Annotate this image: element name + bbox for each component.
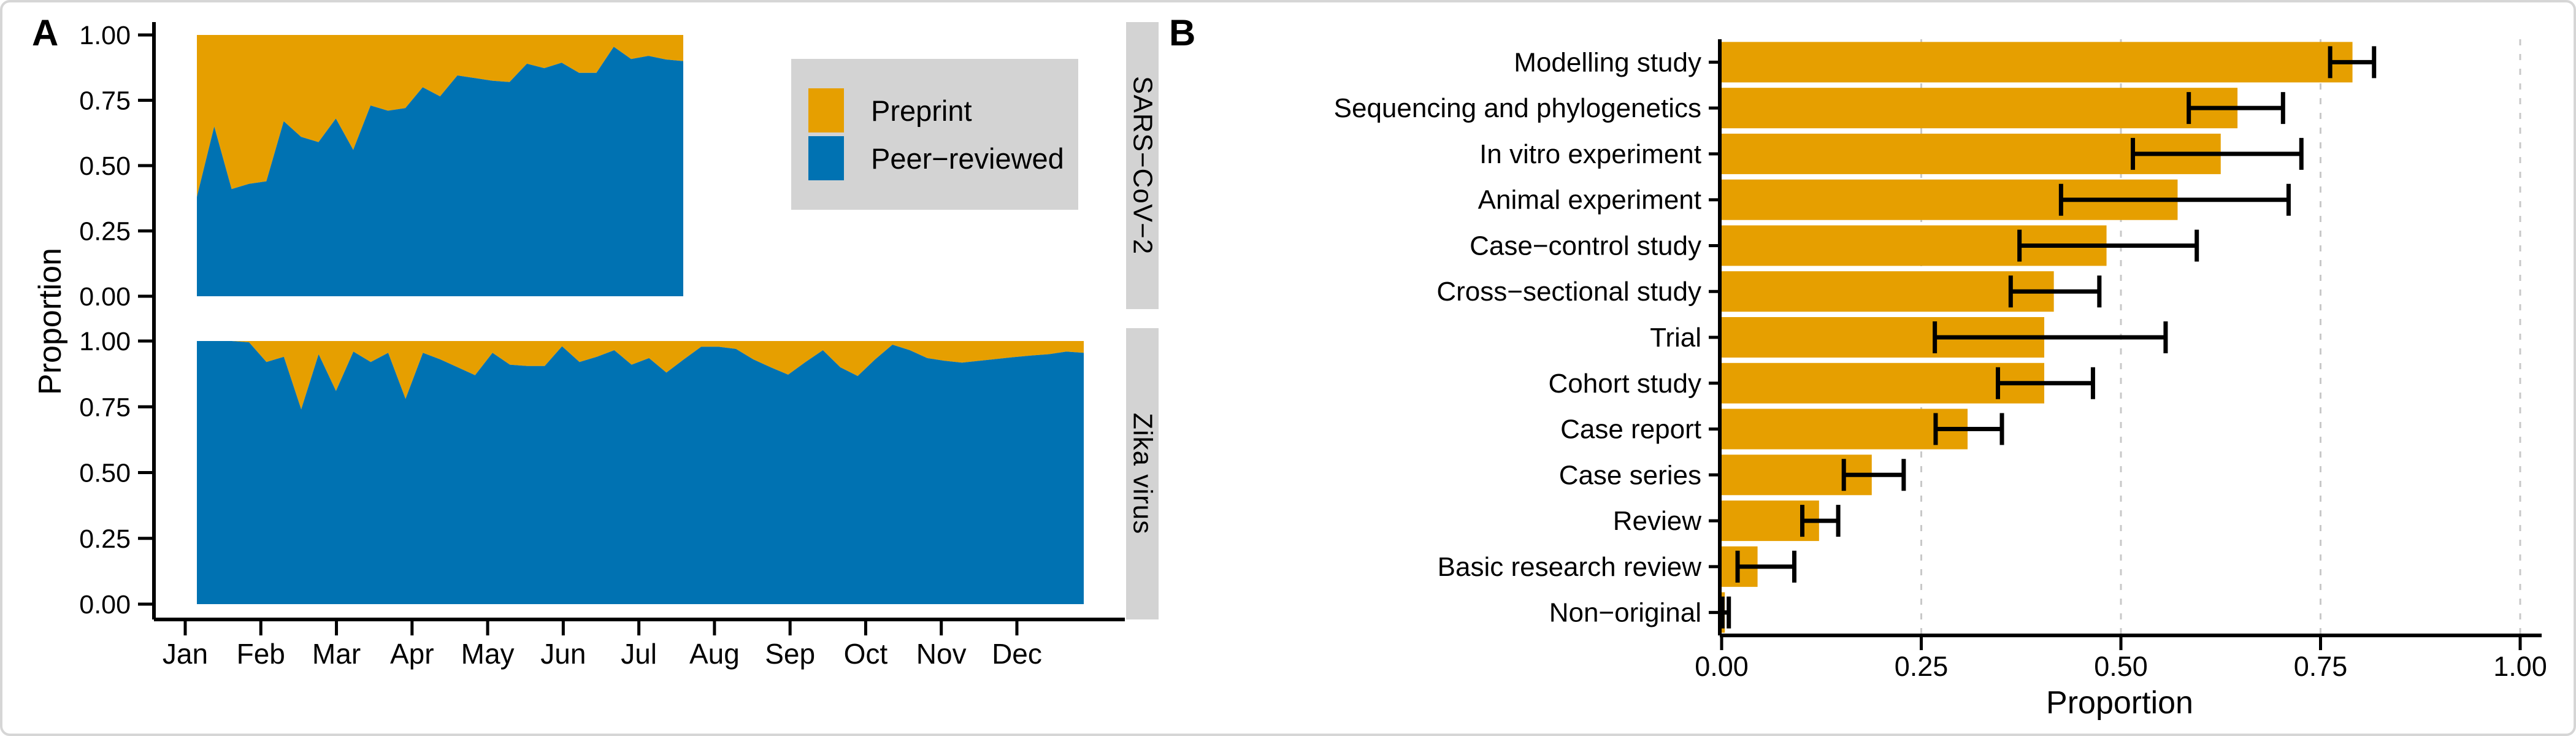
svg-text:Animal experiment: Animal experiment xyxy=(1478,185,1701,215)
legend-label-preprint: Preprint xyxy=(871,94,972,127)
facet-strip-label-zika: Zika virus xyxy=(1127,413,1158,535)
svg-text:Mar: Mar xyxy=(312,638,361,670)
svg-text:1.00: 1.00 xyxy=(79,327,131,356)
svg-text:0.50: 0.50 xyxy=(79,151,131,181)
svg-text:0.25: 0.25 xyxy=(79,217,131,247)
svg-text:Jun: Jun xyxy=(540,638,586,670)
panel-b-x-axis-title: Proportion xyxy=(2046,685,2193,721)
svg-text:0.75: 0.75 xyxy=(79,393,131,422)
svg-text:Case−control study: Case−control study xyxy=(1470,231,1701,261)
svg-text:Dec: Dec xyxy=(992,638,1042,670)
svg-text:Sequencing and phylogenetics: Sequencing and phylogenetics xyxy=(1334,93,1701,123)
svg-text:Oct: Oct xyxy=(844,638,888,670)
svg-text:0.00: 0.00 xyxy=(79,282,131,312)
legend-label-peer-reviewed: Peer−reviewed xyxy=(871,142,1064,175)
peer-reviewed-area xyxy=(197,341,1084,604)
legend-item-peer-reviewed: Peer−reviewed xyxy=(808,136,1078,180)
svg-text:0.00: 0.00 xyxy=(1695,651,1749,682)
legend: Preprint Peer−reviewed xyxy=(791,59,1078,210)
svg-text:Case report: Case report xyxy=(1560,415,1701,445)
bar-8 xyxy=(1722,362,2045,404)
svg-text:0.50: 0.50 xyxy=(79,459,131,488)
zika-virus-stacked-area xyxy=(197,341,1084,604)
bar-9 xyxy=(1722,408,1968,450)
svg-text:Cohort study: Cohort study xyxy=(1549,369,1701,399)
facet-strip-sars-cov-2: SARS−CoV−2 xyxy=(1126,22,1159,309)
preprint-area xyxy=(197,341,1084,410)
facet-strip-zika-virus: Zika virus xyxy=(1126,328,1159,619)
svg-text:Modelling study: Modelling study xyxy=(1514,47,1701,77)
preprint-area xyxy=(197,35,683,197)
panel-a-area-charts xyxy=(197,35,1084,604)
svg-text:0.75: 0.75 xyxy=(79,86,131,116)
svg-text:Review: Review xyxy=(1613,506,1701,536)
svg-text:May: May xyxy=(461,638,515,670)
svg-text:1.00: 1.00 xyxy=(2493,651,2547,682)
peer-reviewed-area xyxy=(197,47,683,296)
svg-text:Case series: Case series xyxy=(1559,460,1701,490)
panel-a-y-axis-title: Proportion xyxy=(33,248,68,395)
preprint-color-swatch xyxy=(808,88,844,132)
panel-b-axes: 0.00 0.25 0.50 0.75 1.00 xyxy=(1695,39,2547,682)
legend-item-preprint: Preprint xyxy=(808,88,1078,132)
panel-b-error-bars xyxy=(1720,46,2377,629)
bar-2 xyxy=(1722,88,2238,129)
svg-text:0.25: 0.25 xyxy=(79,524,131,554)
bar-1 xyxy=(1722,42,2353,83)
svg-text:Basic research review: Basic research review xyxy=(1438,552,1702,582)
svg-text:1.00: 1.00 xyxy=(79,21,131,50)
svg-text:Nov: Nov xyxy=(916,638,967,670)
panel-b-bars xyxy=(1722,42,2353,633)
svg-text:0.00: 0.00 xyxy=(79,590,131,619)
panel-b-letter: B xyxy=(1169,12,1196,53)
panel-a-letter: A xyxy=(32,12,59,53)
panel-a-axes: 1.00 0.75 0.50 0.25 0.00 1.00 0.75 0.50 0.25 0.00… xyxy=(79,21,1125,670)
peer-reviewed-color-swatch xyxy=(808,136,844,180)
svg-text:Feb: Feb xyxy=(237,638,285,670)
svg-text:Aug: Aug xyxy=(689,638,740,670)
svg-text:Cross−sectional study: Cross−sectional study xyxy=(1436,277,1701,307)
svg-text:0.25: 0.25 xyxy=(1895,651,1949,682)
svg-text:Jan: Jan xyxy=(163,638,208,670)
svg-text:Non−original: Non−original xyxy=(1549,598,1701,628)
svg-text:0.50: 0.50 xyxy=(2094,651,2148,682)
svg-text:In vitro experiment: In vitro experiment xyxy=(1479,139,1701,169)
bar-6 xyxy=(1722,271,2054,312)
svg-text:0.75: 0.75 xyxy=(2294,651,2348,682)
facet-strip-label-sars: SARS−CoV−2 xyxy=(1127,76,1158,255)
svg-text:Trial: Trial xyxy=(1650,323,1701,353)
svg-text:Jul: Jul xyxy=(621,638,657,670)
svg-text:Sep: Sep xyxy=(765,638,815,670)
sars-cov-2-stacked-area xyxy=(197,35,683,296)
svg-text:Apr: Apr xyxy=(390,638,434,670)
